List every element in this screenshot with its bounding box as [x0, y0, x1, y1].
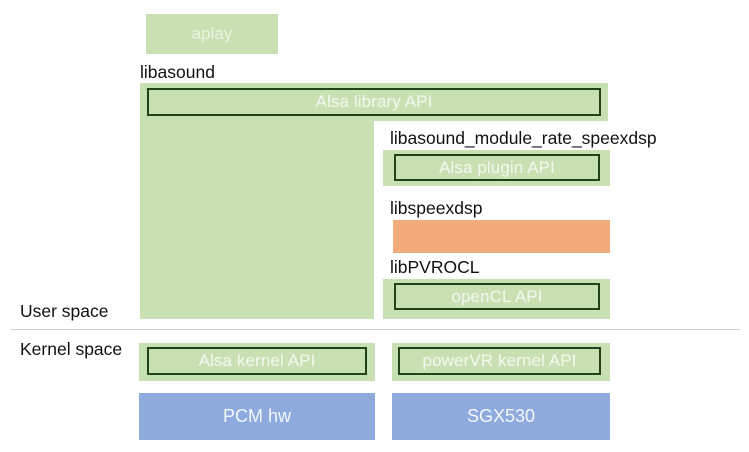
alsa-library-api-box[interactable]: Alsa library API — [147, 88, 601, 116]
user-kernel-divider — [11, 329, 740, 330]
alsa-kernel-api-label: Alsa kernel API — [198, 351, 316, 370]
plugin-caption: libasound_module_rate_speexdsp — [390, 128, 657, 148]
libasound-caption: libasound — [140, 62, 215, 82]
powervr-kernel-api-label: powerVR kernel API — [422, 351, 577, 370]
pcm-hw-label: PCM hw — [222, 406, 291, 426]
kernel-space-label: Kernel space — [20, 339, 123, 359]
alsa-kernel-api-box[interactable]: Alsa kernel API — [147, 347, 367, 375]
powervr-kernel-api-box[interactable]: powerVR kernel API — [398, 347, 601, 375]
libasound-panel-body — [140, 121, 374, 319]
aplay-block: aplay — [146, 14, 278, 54]
user-space-label: User space — [20, 301, 109, 321]
alsa-plugin-api-box[interactable]: Alsa plugin API — [394, 154, 600, 181]
alsa-plugin-api-label: Alsa plugin API — [439, 157, 555, 177]
pcm-hw-block: PCM hw — [139, 393, 375, 440]
opencl-api-box[interactable]: openCL API — [394, 283, 600, 310]
libpvrocl-caption: libPVROCL — [390, 257, 480, 277]
libspeexdsp-caption: libspeexdsp — [390, 198, 483, 218]
libspeexdsp-block — [393, 220, 610, 253]
sgx530-block: SGX530 — [392, 393, 610, 440]
opencl-api-label: openCL API — [451, 286, 543, 306]
alsa-library-api-label: Alsa library API — [315, 92, 433, 111]
aplay-label: aplay — [191, 24, 233, 43]
sgx530-label: SGX530 — [466, 406, 536, 426]
